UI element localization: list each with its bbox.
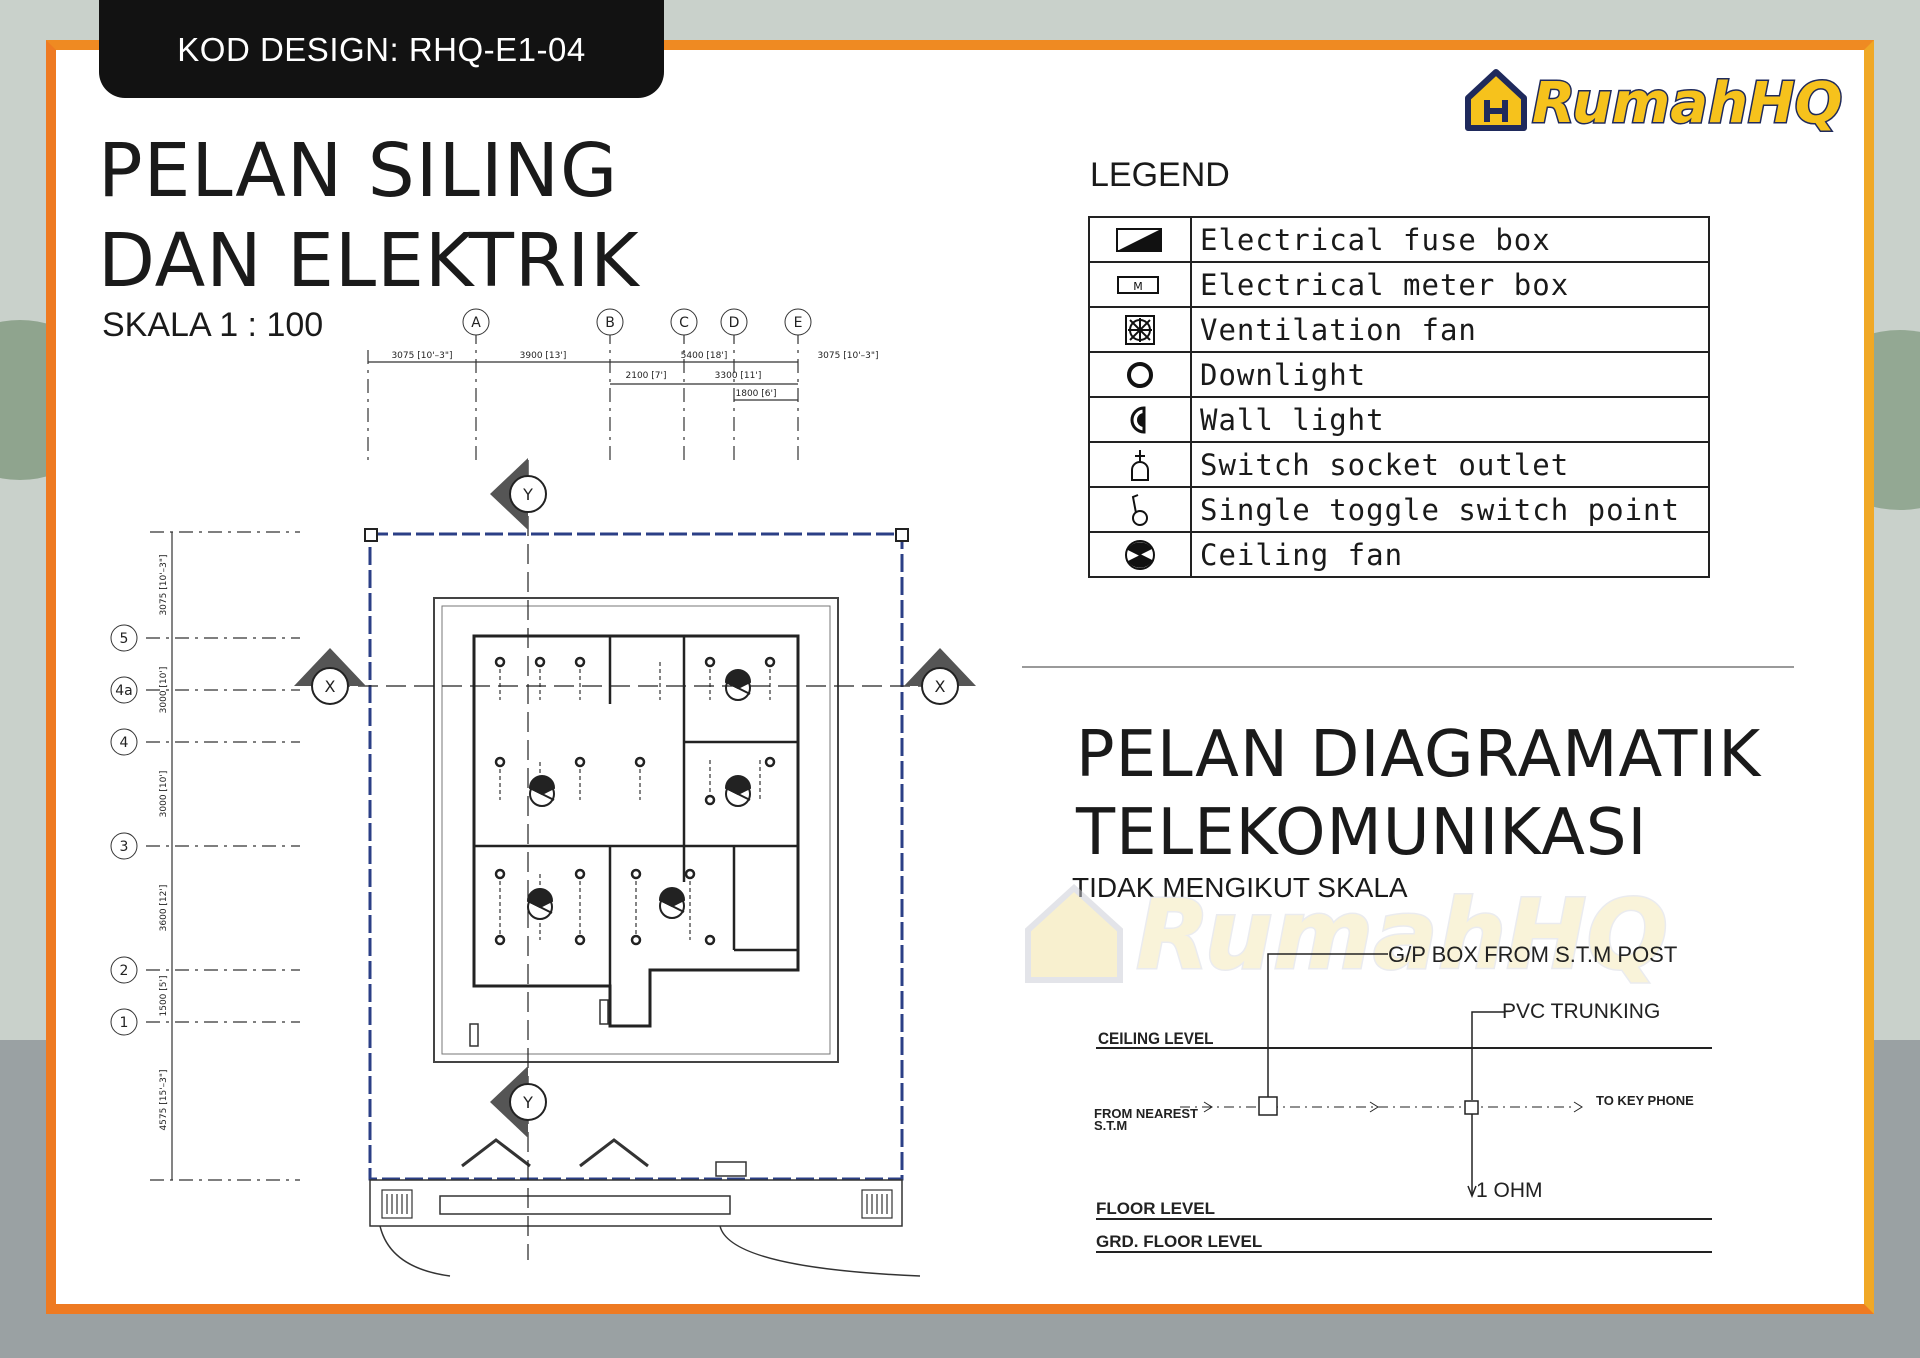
- ground-floor-level-label: GRD. FLOOR LEVEL: [1096, 1232, 1262, 1251]
- brand-name: RumahHQ: [1532, 71, 1842, 134]
- legend-title: LEGEND: [1090, 156, 1230, 194]
- pvc-trunking-label: PVC TRUNKING: [1502, 1000, 1660, 1023]
- legend-label: Electrical fuse box: [1190, 216, 1710, 263]
- legend-label: Electrical meter box: [1190, 261, 1710, 308]
- ohm-label: 1 OHM: [1476, 1179, 1543, 1202]
- rumahhq-logo: RumahHQ: [1465, 69, 1844, 134]
- toggle-switch-icon: [1131, 493, 1148, 526]
- legend-row: Single toggle switch point: [1088, 486, 1710, 533]
- legend-label: Downlight: [1190, 351, 1710, 398]
- socket-outlet-icon: [1131, 449, 1149, 481]
- house-h-logo-icon: [1465, 69, 1527, 131]
- legend-label: Single toggle switch point: [1190, 486, 1710, 533]
- wall-light-icon: [1130, 405, 1146, 434]
- telecom-title: PELAN DIAGRAMATIK TELEKOMUNIKASI: [1076, 716, 1796, 872]
- from-nearest-stm-label: S.T.M: [1094, 1118, 1127, 1133]
- legend-label: Wall light: [1190, 396, 1710, 443]
- pvc-trunking-box: [1464, 1100, 1479, 1115]
- rumahhq-watermark: RumahHQ: [1025, 878, 1670, 988]
- fuse-box-icon: [1116, 227, 1162, 252]
- ceiling-plan-scale: SKALA 1 : 100: [102, 306, 324, 344]
- telecom-title-line2: TELEKOMUNIKASI: [1076, 796, 1648, 870]
- svg-text:M: M: [1133, 280, 1143, 293]
- ceiling-level-label: CEILING LEVEL: [1098, 1029, 1214, 1048]
- ceiling-plan-title: PELAN SILING DAN ELEKTRIK: [98, 126, 698, 306]
- legend-row: Electrical fuse box: [1088, 216, 1710, 263]
- ceiling-plan-title-line1: PELAN SILING: [98, 128, 619, 214]
- legend-row: Switch socket outlet: [1088, 441, 1710, 488]
- gp-box-label: G/P BOX FROM S.T.M POST: [1388, 942, 1677, 967]
- telecom-scale: TIDAK MENGIKUT SKALA: [1072, 872, 1408, 903]
- to-key-phone-label: TO KEY PHONE: [1596, 1093, 1694, 1108]
- legend-label: Switch socket outlet: [1190, 441, 1710, 488]
- legend-row: Ceiling fan: [1088, 531, 1710, 578]
- from-nearest-label: FROM NEAREST: [1094, 1106, 1198, 1121]
- ventilation-fan-icon: [1125, 314, 1155, 345]
- legend-table: Electrical fuse box M Electrical meter b…: [1088, 216, 1710, 578]
- legend-row: Wall light: [1088, 396, 1710, 443]
- floor-level-label: FLOOR LEVEL: [1096, 1199, 1215, 1218]
- design-code-tab: KOD DESIGN: RHQ-E1-04: [99, 0, 664, 98]
- meter-box-icon: M: [1117, 275, 1159, 294]
- section-divider: [1022, 666, 1794, 668]
- legend-row: M Electrical meter box: [1088, 261, 1710, 308]
- legend-label: Ceiling fan: [1190, 531, 1710, 578]
- legend-label: Ventilation fan: [1190, 306, 1710, 353]
- gp-box: [1258, 1096, 1278, 1116]
- downlight-icon: [1127, 361, 1153, 388]
- ceiling-plan-title-line2: DAN ELEKTRIK: [98, 218, 640, 304]
- telecom-title-line1: PELAN DIAGRAMATIK: [1076, 718, 1762, 792]
- svg-text:RumahHQ: RumahHQ: [1136, 879, 1668, 988]
- legend-row: Downlight: [1088, 351, 1710, 398]
- legend-row: Ventilation fan: [1088, 306, 1710, 353]
- ceiling-fan-icon: [1125, 539, 1155, 570]
